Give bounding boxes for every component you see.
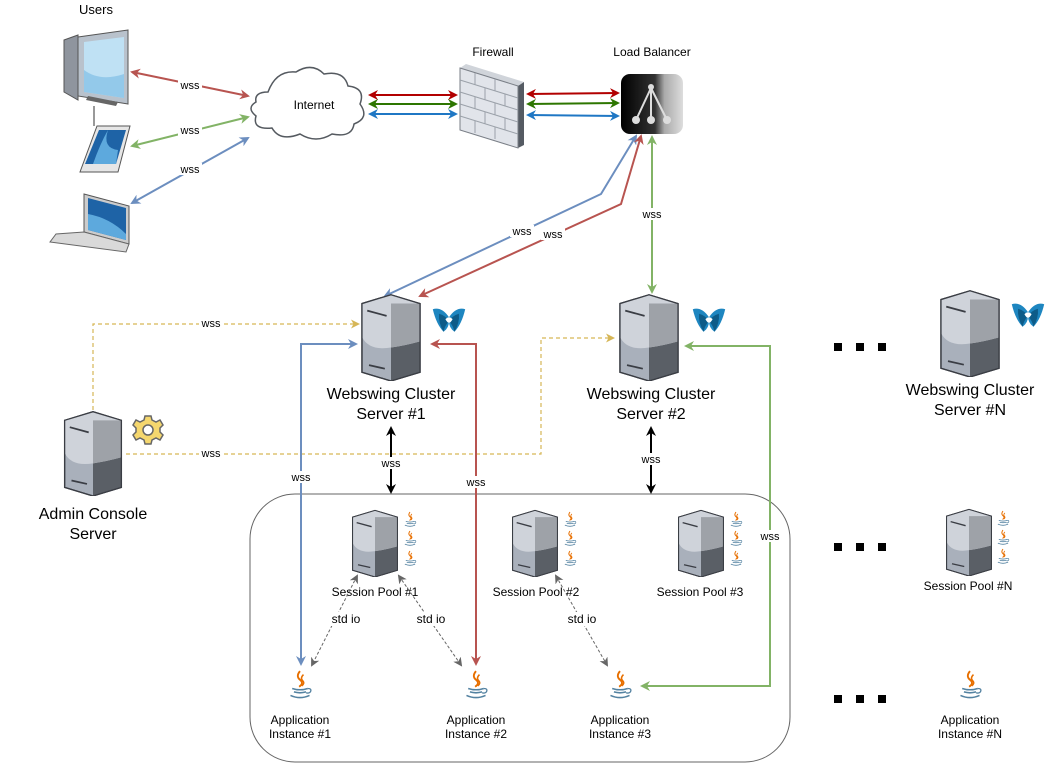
java-icon [959,670,982,699]
cluster-server-n-label-line1: Webswing Cluster [906,382,1035,399]
app-instance-2-label-line2: Instance #2 [445,727,507,741]
link-label: wss [201,448,221,460]
link-label: wss [642,209,662,221]
gear-icon [132,415,164,445]
link-label: wss [760,531,780,543]
ellipsis-servers [834,343,886,351]
link-label: wss [201,318,221,330]
app-instance-3-label-line2: Instance #3 [589,727,651,741]
link-label: wss [180,125,200,137]
ellipsis-pools [834,543,886,551]
admin-label-line2: Server [69,526,117,543]
session-pool-2-label: Session Pool #2 [493,585,580,599]
java-icon [289,670,312,699]
cluster-server-n-label-line2: Server #N [934,402,1006,419]
app-instance-n-label-line2: Instance #N [938,727,1002,741]
webswing-logo-icon [1011,303,1045,327]
java-icon [997,510,1010,526]
link-label: wss [512,226,532,238]
laptop-icon [49,193,130,253]
cluster-server-2-icon [618,293,680,381]
load-balancer-label: Load Balancer [613,45,690,59]
app-instance-n-label-line1: Application [941,713,1000,727]
java-icon [997,529,1010,545]
cluster-server-1-label-line1: Webswing Cluster [327,386,456,403]
app-instance-3-label-line1: Application [591,713,650,727]
cluster-server-n-icon [939,289,1001,377]
link-label: wss [291,472,311,484]
session-pool-2-icon [511,509,559,577]
std-io-label: std io [568,612,597,626]
app-instance-1-label-line1: Application [271,713,330,727]
std-io-label: std io [417,612,446,626]
link-label: wss [543,229,563,241]
app-instance-2-label-line1: Application [447,713,506,727]
link-label: wss [180,80,200,92]
session-pool-n-icon [945,508,993,576]
admin-server-icon [63,410,123,496]
java-icon [564,511,577,527]
std-io-label: std io [332,612,361,626]
desktop-icon [63,29,129,106]
session-pool-3-icon [677,509,725,577]
app-instance-1-label-line2: Instance #1 [269,727,331,741]
firewall-icon [459,64,524,149]
ellipsis-instances [834,695,886,703]
link-label: wss [641,454,661,466]
users-label: Users [79,2,113,17]
java-icon [564,530,577,546]
link-label: wss [180,164,200,176]
java-icon [997,548,1010,564]
webswing-logo-icon [692,308,726,332]
java-icon [730,550,743,566]
firewall-label: Firewall [472,45,513,59]
java-icon [564,550,577,566]
webswing-logo-icon [432,308,466,332]
java-icon [609,670,632,699]
session-pool-1-icon [351,509,399,577]
session-pool-1-label: Session Pool #1 [332,585,419,599]
java-icon [465,670,488,699]
link-label: wss [466,477,486,489]
java-icon [730,511,743,527]
java-icon [404,530,417,546]
cluster-server-1-label-line2: Server #1 [356,406,425,423]
session-pool-n-label: Session Pool #N [924,579,1013,593]
link-label: wss [381,458,401,470]
java-icon [730,530,743,546]
cluster-server-2-label-line1: Webswing Cluster [587,386,716,403]
session-pool-group [249,493,791,763]
cluster-server-2-label-line2: Server #2 [616,406,685,423]
session-pool-3-label: Session Pool #3 [657,585,744,599]
java-icon [404,511,417,527]
tablet-icon [79,125,131,173]
java-icon [404,550,417,566]
load-balancer-icon [621,74,683,134]
admin-label-line1: Admin Console [39,506,148,523]
internet-cloud-icon [250,66,365,140]
cluster-server-1-icon [360,293,422,381]
internet-label: Internet [294,98,335,112]
